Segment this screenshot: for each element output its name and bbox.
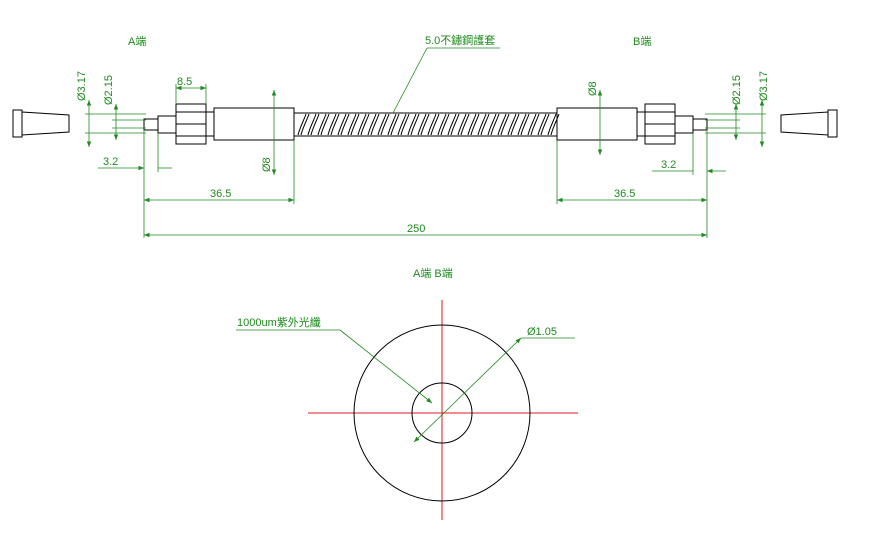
sheath-coil — [450, 113, 460, 136]
dim-a-dia-317: Ø3.17 — [76, 71, 88, 101]
dim-a-len-365: 36.5 — [210, 188, 231, 200]
sheath-coil — [550, 113, 560, 136]
sheath-coil — [360, 113, 370, 136]
sheath-coil — [407, 113, 417, 136]
sheath-coil — [457, 113, 467, 136]
sheath-coil — [400, 113, 410, 136]
sheath-coil — [330, 113, 340, 136]
sheath-coil — [440, 113, 450, 136]
dim-total-length: 250 — [407, 223, 425, 235]
dimensions-b — [556, 90, 766, 238]
sheath-coil — [387, 113, 397, 136]
sheath-coil — [437, 113, 447, 136]
sheath-coil — [460, 113, 470, 136]
sheath-coil — [317, 113, 327, 136]
connector-b — [556, 103, 708, 145]
sheath-coil — [300, 113, 310, 136]
section-title: A端 B端 — [413, 267, 453, 280]
sheath-label: 5.0不鏽鋼護套 — [425, 33, 495, 47]
section-dia-line — [413, 337, 522, 443]
dimensions-a — [85, 84, 295, 238]
dim-b-len-32: 3.2 — [661, 159, 676, 171]
sheath-coil — [517, 113, 527, 136]
sheath-coil — [480, 113, 490, 136]
sheath-coil — [497, 113, 507, 136]
end-a-label: A端 — [128, 35, 146, 48]
sheath-coil — [377, 113, 387, 136]
end-b-label: B端 — [633, 35, 651, 48]
sheath-coil — [337, 113, 347, 136]
sheath-coil — [310, 113, 320, 136]
sheath-coil — [347, 113, 357, 136]
sheath-coil — [370, 113, 380, 136]
fiber-label: 1000um紫外光纖 — [237, 315, 321, 329]
sheath-coil — [390, 113, 400, 136]
dim-a-len-32: 3.2 — [103, 156, 118, 168]
sheath-coil — [327, 113, 337, 136]
dust-cap-left — [12, 109, 70, 138]
sheath-coil — [447, 113, 457, 136]
sheath-leader — [392, 47, 428, 114]
dim-section-dia: Ø1.05 — [527, 326, 557, 338]
sheath-coil — [350, 113, 360, 136]
sheath-coil — [490, 113, 500, 136]
sheath-coil — [547, 113, 557, 136]
sheath-coil — [320, 113, 330, 136]
sheath-coil — [297, 113, 307, 136]
sheath-coil — [487, 113, 497, 136]
sheath-coil — [417, 113, 427, 136]
sheath-coil — [380, 113, 390, 136]
dim-b-dia-215: Ø2.15 — [731, 75, 743, 105]
sheath-coil — [507, 113, 517, 136]
dim-a-len-85: 8.5 — [177, 76, 192, 88]
dim-b-dia-8: Ø8 — [587, 81, 599, 96]
dim-b-dia-317: Ø3.17 — [758, 71, 770, 101]
sheath-coil — [357, 113, 367, 136]
sheath-coil — [307, 113, 317, 136]
connector-a — [143, 103, 295, 145]
dust-cap-right — [780, 109, 838, 138]
ferrule-outer-circle — [353, 324, 531, 502]
sheath-coil — [367, 113, 377, 136]
sheath-coil — [527, 113, 537, 136]
sheath-coil — [477, 113, 487, 136]
sheath-coil — [530, 113, 540, 136]
sheath-coil — [430, 113, 440, 136]
dim-b-len-365: 36.5 — [614, 188, 635, 200]
dim-a-dia-215: Ø2.15 — [103, 75, 115, 105]
sheath-coil — [520, 113, 530, 136]
sheath-coil — [420, 113, 430, 136]
sheath-coil — [470, 113, 480, 136]
sheath-coil — [410, 113, 420, 136]
dim-a-dia-8: Ø8 — [261, 157, 273, 172]
sheath-coil — [537, 113, 547, 136]
sheath-coil — [340, 113, 350, 136]
sheath-coil — [467, 113, 477, 136]
sheath-coil — [397, 113, 407, 136]
sheath-coil — [540, 113, 550, 136]
steel-sheath — [294, 112, 560, 137]
sheath-coil — [427, 113, 437, 136]
sheath-coil — [500, 113, 510, 136]
sheath-coil — [510, 113, 520, 136]
